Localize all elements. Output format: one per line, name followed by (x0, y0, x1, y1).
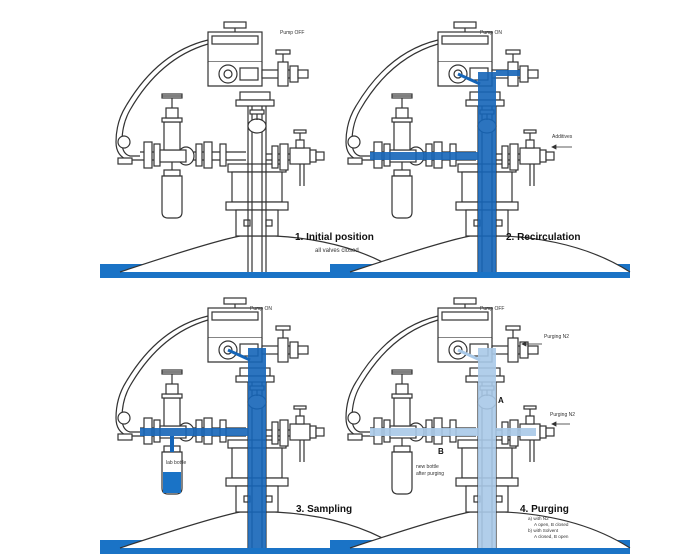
panel-initial: Pump OFF 1. Initial position all valves … (100, 21, 401, 278)
pump-label: Pump ON (480, 30, 502, 36)
marker-a: A (498, 396, 504, 405)
note-2: A open, B closed (534, 522, 569, 527)
marker-b: B (438, 447, 444, 456)
side-label: Additives (552, 134, 573, 140)
panel-recirculation: Pump ON Additives 2. Recirculation (330, 21, 631, 278)
arrow-icon (551, 421, 570, 427)
arrow-icon (551, 144, 572, 150)
flow-path (370, 70, 520, 272)
arrow-icon (521, 341, 542, 347)
bottle-label-2: after purging (416, 471, 444, 477)
pump-label: Pump OFF (480, 306, 504, 312)
panel-purging: Pump OFF Purging N2 Purging N2 A B new b… (330, 297, 631, 554)
side-label-2: Purging N2 (550, 412, 575, 418)
pump-label: Pump ON (250, 306, 272, 312)
side-label: Purging N2 (544, 334, 569, 340)
panel-title: 2. Recirculation (506, 232, 580, 243)
note-1: a) with N2 (528, 516, 549, 521)
panel-title: 3. Sampling (296, 504, 352, 515)
panel-subtitle: all valves closed (315, 248, 359, 254)
pump-label: Pump OFF (280, 30, 304, 36)
note-3: b) with Solvent (528, 528, 559, 533)
note-4: A closed, B open (534, 534, 569, 539)
panel-sampling: Pump ON lab bottle 3. Sampling (100, 297, 401, 554)
flow-path (140, 348, 266, 548)
panel-title: 1. Initial position (295, 232, 374, 243)
bottle-sample-fill (163, 472, 181, 493)
bottle-label: new bottle (416, 464, 439, 470)
panel-title: 4. Purging (520, 504, 569, 515)
bottle-label: lab bottle (166, 460, 187, 466)
flow-path (370, 348, 536, 548)
